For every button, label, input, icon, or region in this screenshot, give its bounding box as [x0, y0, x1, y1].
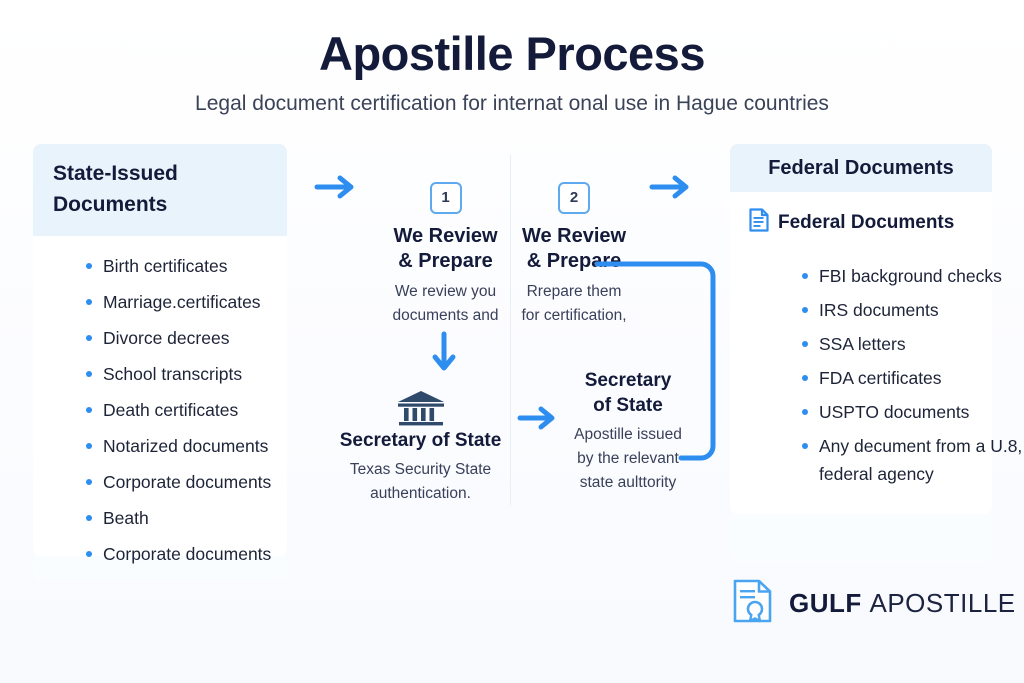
brand-word-apostille: APOSTILLE [869, 588, 1016, 618]
secretary-of-state-desc-line-1: Texas Security State [349, 461, 492, 478]
state-documents-panel-body [33, 236, 287, 556]
arrow-down-icon [428, 330, 460, 385]
list-item: Any decument from a U.8, federal agency [802, 432, 1024, 488]
list-item: Birth certificates [86, 248, 331, 284]
secretary-of-state-2-desc-line-1: Apostille issued [574, 426, 682, 443]
list-item: School transcripts [86, 356, 331, 392]
step-2: 2 We Review & Prepare Rrepare them for c… [510, 182, 638, 328]
list-item: Marriage.certificates [86, 284, 331, 320]
federal-documents-subheading-row: Federal Documents [748, 207, 954, 239]
list-item: FBI background checks [802, 262, 1024, 290]
list-item: Divorce decrees [86, 320, 331, 356]
list-item: SSA letters [802, 330, 1024, 358]
bank-icon [333, 388, 508, 428]
step-1-badge: 1 [429, 182, 462, 214]
list-item: FDA certificates [802, 364, 1024, 392]
step-2-desc-line-2: for certification, [521, 307, 627, 324]
step-1-desc-line-2: documents and [392, 307, 499, 324]
rounded-connector-line [594, 258, 725, 473]
secretary-of-state-desc-line-2: authentication. [370, 485, 471, 502]
list-item: Death certificates [86, 392, 331, 428]
list-item: Corporate documents [86, 536, 331, 572]
federal-documents-list: FBI background checks IRS documents SSA … [762, 262, 1024, 494]
certificate-document-icon [731, 578, 775, 629]
secretary-of-state-title: Secretary of State [339, 430, 502, 451]
federal-documents-panel-header: Federal Documents [730, 144, 992, 192]
list-item: Notarized documents [86, 428, 331, 464]
page-subtitle: Legal document certification for interna… [195, 92, 829, 115]
list-item: USPTO documents [802, 398, 1024, 426]
secretary-of-state-block-2: Secretary of State Apostille issued by t… [562, 368, 694, 495]
arrow-right-icon [313, 172, 361, 207]
list-item: Beath [86, 500, 331, 536]
secretary-of-state-2-title-line-2: of State [593, 395, 663, 416]
step-1-title-line-1: We Review [393, 225, 498, 247]
page-title: Apostille Process [319, 27, 705, 80]
state-documents-panel-header: State-Issued Documents [33, 144, 287, 236]
step-1-title-line-2: & Prepare [398, 250, 493, 272]
secretary-of-state-2-desc-line-2: by the relevant [577, 450, 679, 467]
step-2-desc-line-1: Rrepare them [526, 283, 622, 300]
brand-word-gulf: GULF [789, 588, 862, 618]
brand-wordmark: GULF APOSTILLE [789, 588, 1016, 619]
arrow-right-icon [516, 403, 564, 438]
secretary-of-state-2-title-line-1: Secretary [584, 370, 672, 391]
secretary-of-state-block-1: Secretary of State Texas Security State … [333, 388, 508, 506]
federal-documents-subheading: Federal Documents [778, 212, 955, 233]
state-documents-heading: State-Issued Documents [53, 162, 178, 216]
step-1: 1 We Review & Prepare We review you docu… [378, 182, 513, 328]
step-2-title-line-1: We Review [521, 225, 627, 247]
step-1-desc-line-1: We review you [394, 283, 497, 300]
step-2-badge: 2 [558, 182, 590, 214]
state-documents-list: Birth certificates Marriage.certificates… [46, 248, 331, 572]
middle-column-divider [510, 155, 511, 505]
arrow-right-icon [648, 172, 696, 207]
list-item: IRS documents [802, 296, 1024, 324]
federal-documents-heading: Federal Documents [768, 157, 954, 179]
brand-logo: GULF APOSTILLE [731, 578, 1016, 629]
secretary-of-state-2-desc-line-3: state aulttority [579, 474, 677, 491]
list-item: Corporate documents [86, 464, 331, 500]
document-icon [748, 207, 770, 239]
federal-documents-panel-body [730, 192, 992, 514]
